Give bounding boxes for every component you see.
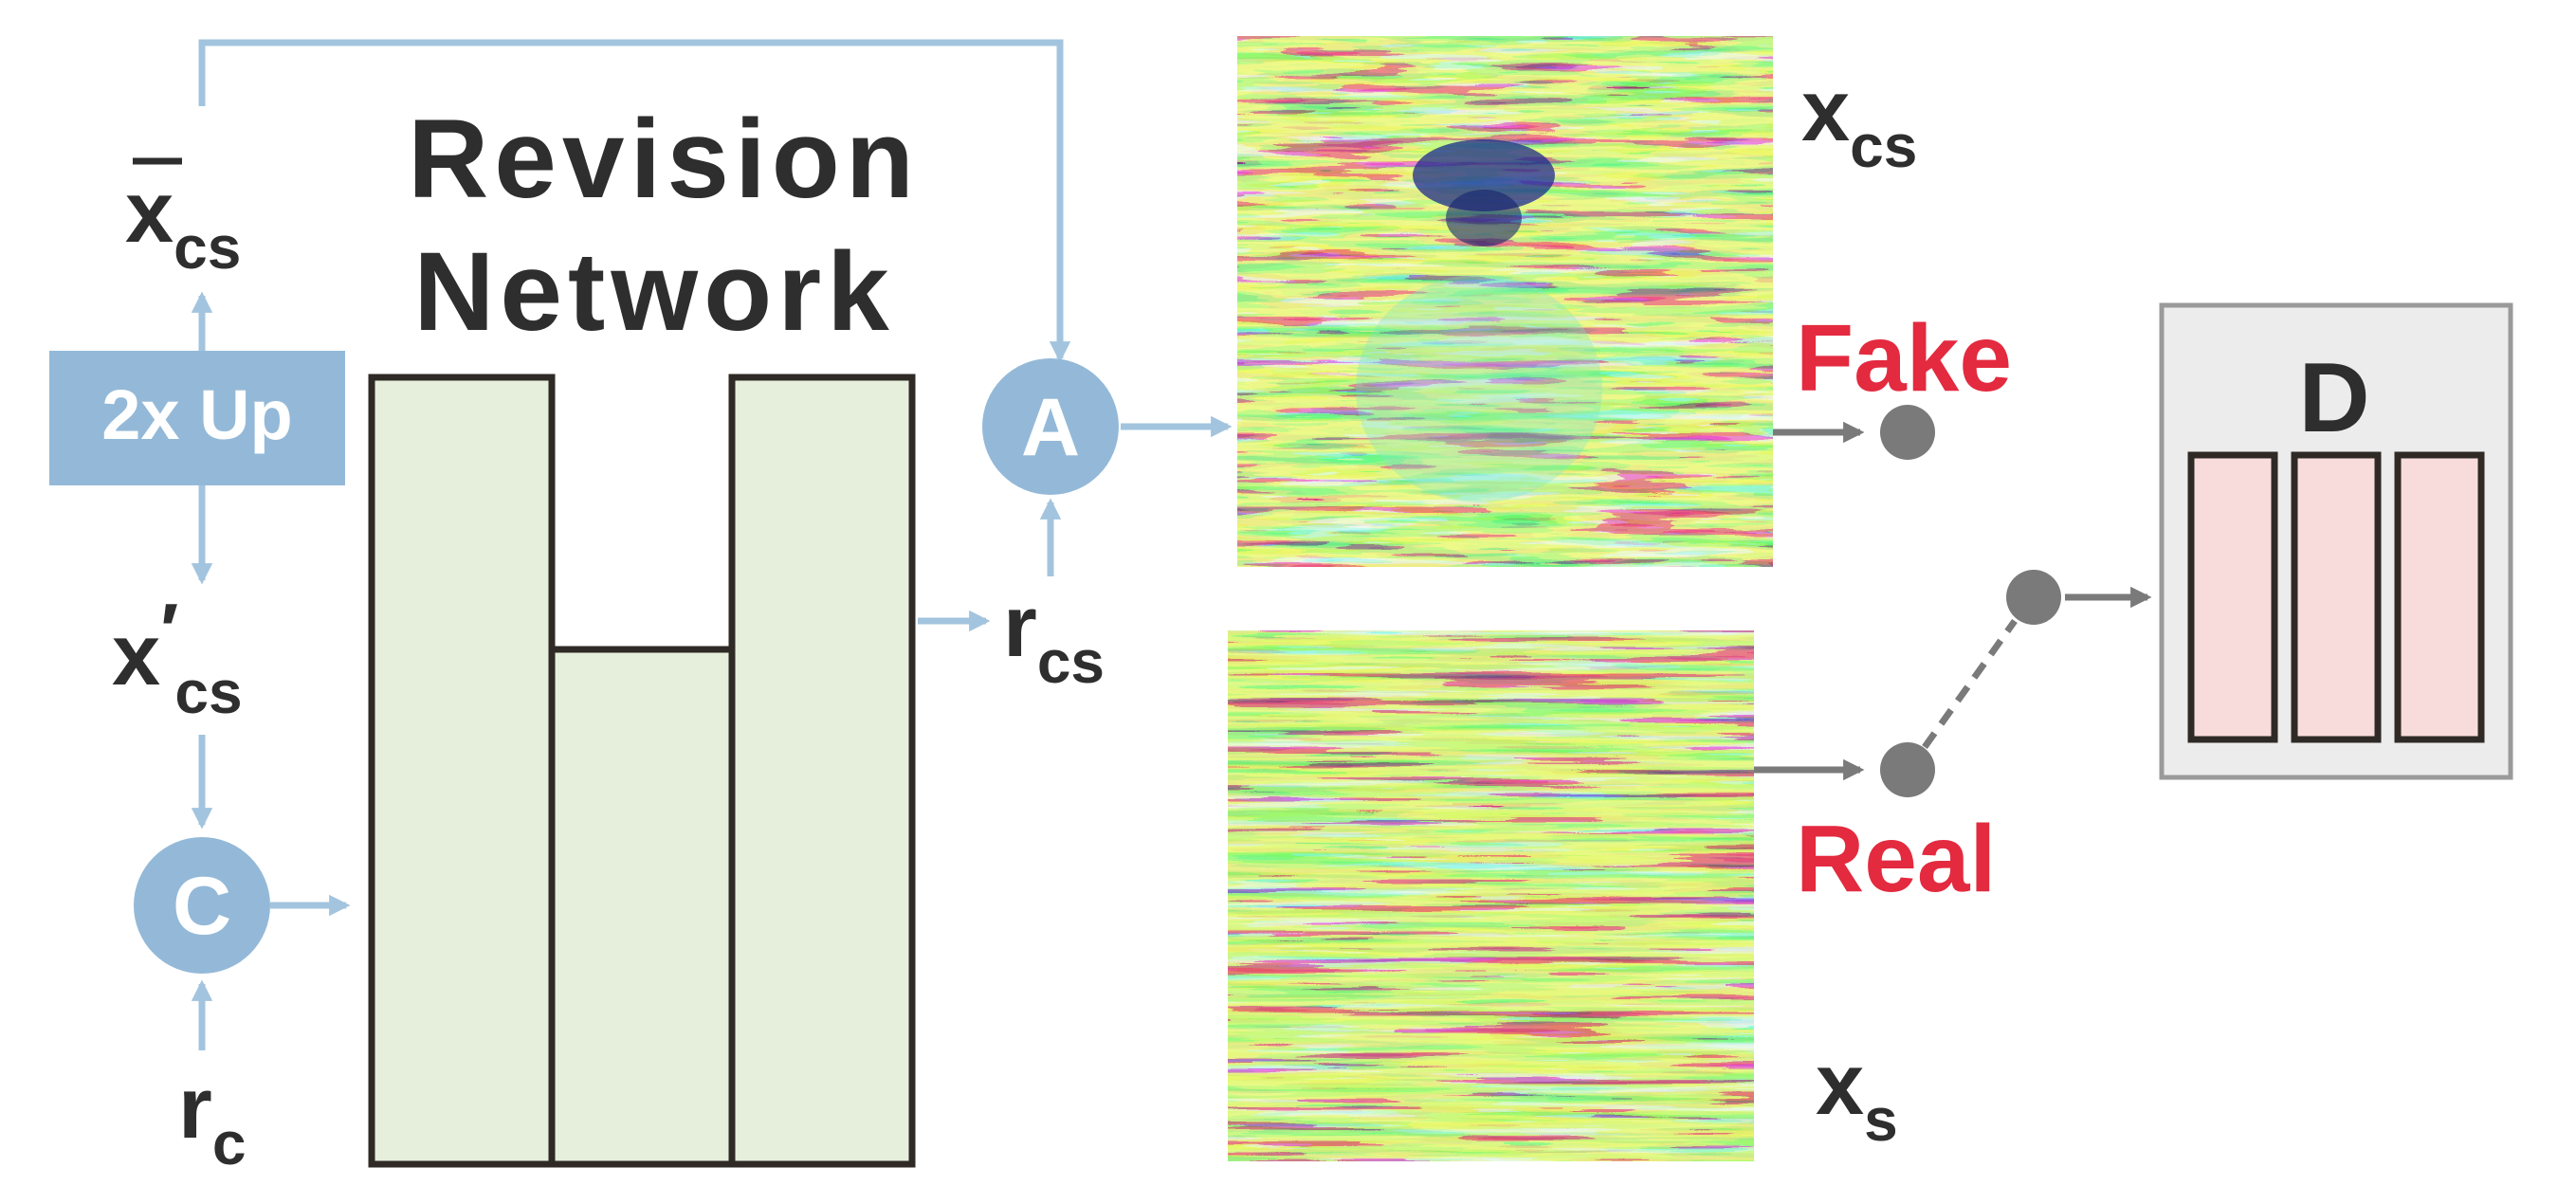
rcs-base: r bbox=[1003, 578, 1037, 675]
fake-image-dark-blob bbox=[1413, 139, 1555, 211]
switch-dashed-line bbox=[1922, 618, 2018, 750]
xprime-cs-base: x bbox=[112, 607, 160, 703]
rcs-sub: cs bbox=[1037, 628, 1105, 696]
upsample-block-rect bbox=[49, 351, 345, 485]
xs-base: x bbox=[1816, 1036, 1864, 1133]
concat-node: C bbox=[134, 837, 270, 974]
add-node: A bbox=[982, 358, 1119, 495]
real-node bbox=[1880, 742, 1935, 797]
fake-image-texture bbox=[1237, 36, 1773, 567]
discriminator-block-1 bbox=[2187, 451, 2278, 743]
real-label: Real bbox=[1796, 806, 1996, 912]
xs-label: xs bbox=[1816, 1036, 1898, 1154]
switch-node bbox=[2006, 570, 2061, 625]
add-label: A bbox=[1021, 382, 1080, 473]
revision-network bbox=[368, 374, 916, 1168]
skip-connection-arrow bbox=[198, 39, 1071, 363]
fake-image-light-patch bbox=[1356, 275, 1602, 502]
xbar-cs-base: x bbox=[125, 164, 174, 261]
svg-text:xcs: xcs bbox=[125, 164, 241, 282]
xprime-cs-prime: ′ bbox=[160, 588, 178, 672]
discriminator-block-3 bbox=[2394, 451, 2485, 743]
revision-block-right bbox=[728, 374, 916, 1168]
rcs-label: rcs bbox=[1003, 578, 1105, 696]
xcs-sub: cs bbox=[1850, 112, 1917, 180]
xcs-label: xcs bbox=[1801, 63, 1917, 180]
real-seismic-image bbox=[1228, 630, 1754, 1161]
xcs-base: x bbox=[1801, 63, 1850, 159]
discriminator-label: D bbox=[2298, 343, 2369, 453]
discriminator: D bbox=[2159, 302, 2513, 780]
xbar-cs-label: xcs bbox=[125, 157, 241, 282]
fake-node bbox=[1880, 405, 1935, 460]
xbar-cs-sub: cs bbox=[174, 213, 241, 282]
revision-title-line1: Revision bbox=[408, 97, 920, 222]
concat-label: C bbox=[173, 861, 231, 952]
fake-image-dark-blob-2 bbox=[1446, 190, 1522, 246]
revision-block-middle bbox=[548, 646, 736, 1168]
rc-sub: c bbox=[212, 1109, 247, 1177]
concat-circle bbox=[134, 837, 270, 974]
real-image-texture bbox=[1228, 630, 1754, 1161]
revision-title-line2: Network bbox=[413, 229, 895, 355]
upsample-block: 2x Up bbox=[49, 351, 345, 485]
discriminator-block-2 bbox=[2291, 451, 2382, 743]
fake-seismic-image bbox=[1237, 36, 1773, 567]
rc-label: rc bbox=[178, 1060, 246, 1177]
fake-label: Fake bbox=[1796, 305, 2012, 411]
revision-block-left bbox=[368, 374, 556, 1168]
upsample-block-label: 2x Up bbox=[101, 375, 293, 454]
xprime-cs-label: x′cs bbox=[112, 588, 243, 726]
rc-base: r bbox=[178, 1060, 212, 1157]
xs-sub: s bbox=[1864, 1085, 1898, 1154]
add-circle bbox=[982, 358, 1119, 495]
xprime-cs-sub: cs bbox=[174, 658, 242, 726]
